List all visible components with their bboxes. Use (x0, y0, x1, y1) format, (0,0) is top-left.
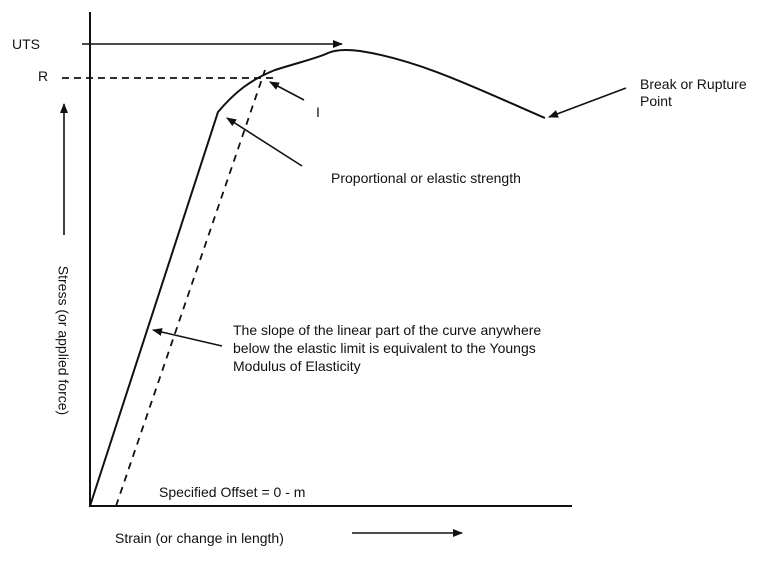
break-point-label: Break or Rupture Point (640, 76, 747, 109)
break-arrow (548, 87, 627, 118)
offset-label: Specified Offset = 0 - m (159, 484, 306, 500)
uts-label: UTS (12, 36, 40, 52)
proportional-arrow (226, 117, 303, 167)
proportional-label: Proportional or elastic strength (331, 170, 521, 186)
stress-strain-curve (89, 48, 546, 507)
y-axis-label: Stress (or applied force) (55, 265, 72, 416)
slope-arrow (152, 328, 223, 347)
slope-note: The slope of the linear part of the curv… (233, 322, 542, 374)
r-label: R (38, 68, 49, 84)
x-axis-label: Strain (or change in length) (115, 530, 284, 546)
i-arrow (269, 81, 305, 101)
offset-line (115, 69, 266, 507)
i-label: I (316, 104, 320, 120)
